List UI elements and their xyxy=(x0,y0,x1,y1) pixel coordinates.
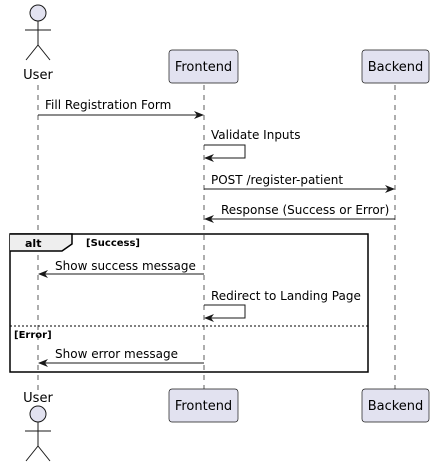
backend-label-top: Backend xyxy=(368,60,424,75)
message-redirect-arrow xyxy=(204,304,246,322)
message-validate-arrow xyxy=(204,144,246,162)
message-show-success-label: Show success message xyxy=(55,259,196,273)
backend-participant-bottom: Backend xyxy=(361,388,430,423)
backend-participant-top: Backend xyxy=(361,49,430,84)
message-validate-label: Validate Inputs xyxy=(211,128,301,142)
frontend-label-bottom: Frontend xyxy=(175,399,232,414)
frontend-participant-top: Frontend xyxy=(168,49,239,84)
message-response-label: Response (Success or Error) xyxy=(221,203,389,217)
backend-label-bottom: Backend xyxy=(368,399,424,414)
alt-fragment: alt [Success] [Error] xyxy=(9,233,369,373)
message-fill-form-label: Fill Registration Form xyxy=(45,98,171,112)
user-label-top: User xyxy=(23,68,53,83)
alt-guard-error: [Error] xyxy=(14,330,52,341)
user-actor-bottom xyxy=(25,405,51,462)
user-label-bottom: User xyxy=(23,391,53,406)
frontend-participant-bottom: Frontend xyxy=(168,388,239,423)
alt-operator-label: alt xyxy=(25,237,41,250)
user-actor-top xyxy=(25,4,51,61)
message-show-error-label: Show error message xyxy=(55,347,178,361)
frontend-label-top: Frontend xyxy=(175,60,232,75)
message-post-label: POST /register-patient xyxy=(211,173,343,187)
message-redirect-label: Redirect to Landing Page xyxy=(211,289,361,303)
alt-guard-success: [Success] xyxy=(86,238,140,249)
